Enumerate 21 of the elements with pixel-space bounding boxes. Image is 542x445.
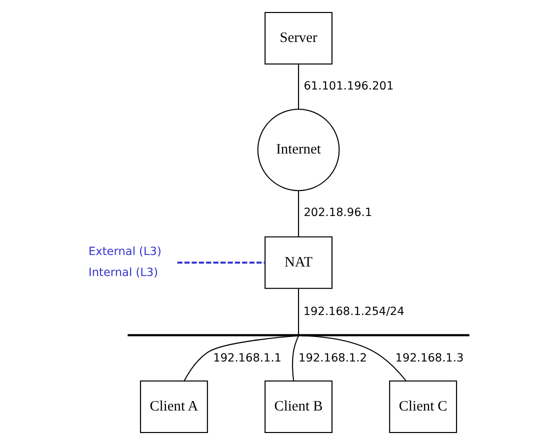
connector (300, 335, 406, 382)
edge-label: 202.18.96.1 (303, 205, 372, 220)
node-box: Client C (388, 380, 457, 433)
edge-label: 192.168.1.2 (298, 350, 366, 364)
label: External (L3) (88, 244, 161, 258)
node-box: Client B (264, 380, 332, 433)
connector (183, 335, 298, 382)
node-circle: Internet (256, 108, 340, 192)
edge-label: 192.168.1.3 (394, 350, 464, 364)
connector (298, 190, 299, 237)
node-box: Client A (140, 380, 208, 433)
node-box: Server (264, 12, 332, 64)
edge-label: 192.168.1.1 (212, 350, 281, 364)
edge-label: 61.101.196.201 (303, 78, 394, 93)
connector (298, 288, 299, 335)
node-bar (127, 334, 469, 336)
label: Internal (L3) (88, 264, 158, 279)
edge-label: 192.168.1.254/24 (302, 304, 404, 318)
connector (298, 64, 299, 110)
connector (292, 336, 298, 381)
node-box: NAT (264, 236, 332, 289)
